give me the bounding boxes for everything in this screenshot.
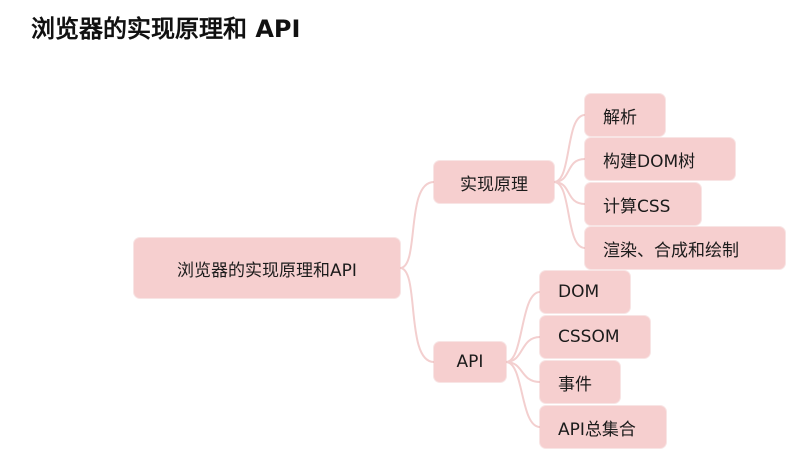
branch-node-implementation: 实现原理 <box>434 161 554 203</box>
leaf-node-render-composite-paint: 渲染、合成和绘制 <box>585 227 785 269</box>
connector-api-cssom <box>505 336 541 363</box>
leaf-node-parse: 解析 <box>585 94 665 136</box>
connector-impl-domtree <box>553 158 586 183</box>
connector-api-dom <box>505 291 541 363</box>
branch-node-api: API <box>434 342 506 382</box>
connector-impl-calccss <box>553 181 586 205</box>
leaf-node-api-collection: API总集合 <box>540 406 666 448</box>
connector-impl-parse <box>553 114 586 183</box>
leaf-node-cssom: CSSOM <box>540 316 650 358</box>
leaf-node-compute-css: 计算CSS <box>585 183 701 225</box>
connector-impl-render <box>553 181 586 249</box>
leaf-node-dom: DOM <box>540 271 630 313</box>
leaf-node-build-dom-tree: 构建DOM树 <box>585 138 735 180</box>
leaf-node-events: 事件 <box>540 361 620 403</box>
page-title: 浏览器的实现原理和 API <box>31 15 301 43</box>
connector-api-all <box>505 361 541 428</box>
connector-root-api <box>399 267 435 363</box>
connector-root-impl <box>399 181 435 269</box>
root-node: 浏览器的实现原理和API <box>134 238 400 298</box>
